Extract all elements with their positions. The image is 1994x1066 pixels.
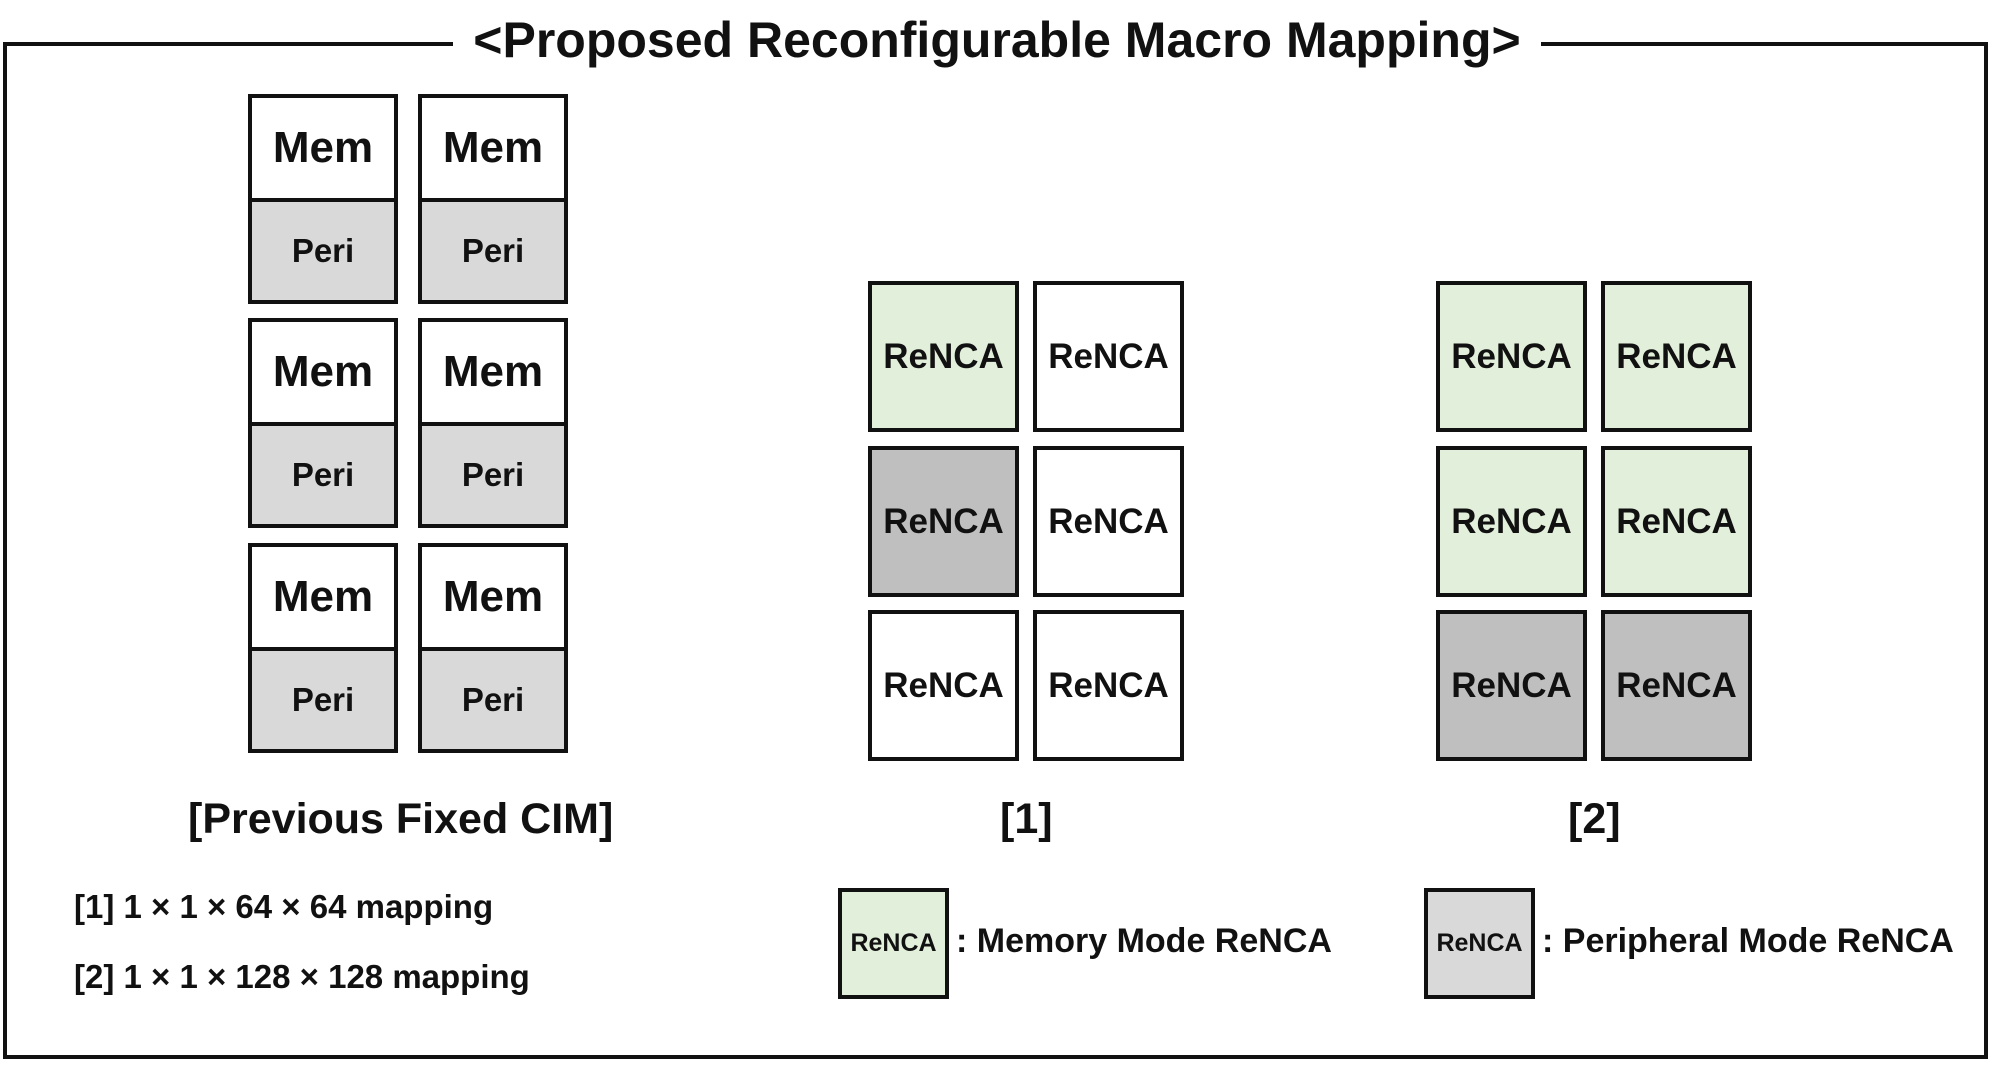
config2-renca-r3c1: ReNCA bbox=[1436, 610, 1587, 761]
config2-caption: [2] bbox=[1568, 795, 1621, 843]
legend-peripheral-swatch: ReNCA bbox=[1424, 888, 1535, 999]
peri-block-r3c2: Peri bbox=[418, 647, 568, 753]
config1-renca-r1c2: ReNCA bbox=[1033, 281, 1184, 432]
config2-renca-r2c2: ReNCA bbox=[1601, 446, 1752, 597]
config1-renca-r3c2: ReNCA bbox=[1033, 610, 1184, 761]
peri-block-r2c1-label: Peri bbox=[291, 456, 355, 493]
config2-renca-r1c1: ReNCA bbox=[1436, 281, 1587, 432]
config2-renca-r2c2-label: ReNCA bbox=[1616, 501, 1737, 541]
config2-renca-r1c1-label: ReNCA bbox=[1451, 336, 1572, 376]
peri-block-r2c1: Peri bbox=[248, 422, 398, 528]
mem-block-r3c2-label: Mem bbox=[442, 572, 544, 621]
mem-block-r2c1: Mem bbox=[248, 318, 398, 426]
config2-renca-r3c1-label: ReNCA bbox=[1451, 665, 1572, 705]
legend-peripheral-text: : Peripheral Mode ReNCA bbox=[1542, 922, 1954, 960]
config1-renca-r1c1-label: ReNCA bbox=[883, 336, 1004, 376]
legend-memory-text: : Memory Mode ReNCA bbox=[956, 922, 1332, 960]
config1-caption: [1] bbox=[1000, 795, 1053, 843]
mem-block-r2c2-label: Mem bbox=[442, 347, 544, 396]
config1-renca-r1c1: ReNCA bbox=[868, 281, 1019, 432]
peri-block-r1c2: Peri bbox=[418, 198, 568, 304]
peri-block-r1c2-label: Peri bbox=[461, 232, 525, 269]
note-2: [2] 1 × 1 × 128 × 128 mapping bbox=[74, 958, 530, 995]
config1-renca-r3c2-label: ReNCA bbox=[1048, 665, 1169, 705]
mem-block-r1c1: Mem bbox=[248, 94, 398, 202]
note-1: [1] 1 × 1 × 64 × 64 mapping bbox=[74, 888, 494, 925]
mem-block-r3c2: Mem bbox=[418, 543, 568, 651]
title-text: <Proposed Reconfigurable Macro Mapping> bbox=[453, 12, 1541, 68]
config2-renca-r3c2: ReNCA bbox=[1601, 610, 1752, 761]
peri-block-r3c2-label: Peri bbox=[461, 681, 525, 718]
config2-renca-r1c2-label: ReNCA bbox=[1616, 336, 1737, 376]
mem-block-r1c1-label: Mem bbox=[272, 123, 374, 172]
mem-block-r1c2-label: Mem bbox=[442, 123, 544, 172]
mem-block-r1c2: Mem bbox=[418, 94, 568, 202]
config1-renca-r1c2-label: ReNCA bbox=[1048, 336, 1169, 376]
peri-block-r1c1: Peri bbox=[248, 198, 398, 304]
config1-renca-r2c2-label: ReNCA bbox=[1048, 501, 1169, 541]
legend-memory-swatch: ReNCA bbox=[838, 888, 949, 999]
peri-block-r2c2-label: Peri bbox=[461, 456, 525, 493]
config2-renca-r2c1-label: ReNCA bbox=[1451, 501, 1572, 541]
diagram-title: <Proposed Reconfigurable Macro Mapping> bbox=[0, 10, 1994, 70]
config1-renca-r3c1-label: ReNCA bbox=[883, 665, 1004, 705]
legend-peripheral-swatch-label: ReNCA bbox=[1436, 929, 1523, 957]
mem-block-r3c1: Mem bbox=[248, 543, 398, 651]
peri-block-r3c1-label: Peri bbox=[291, 681, 355, 718]
peri-block-r2c2: Peri bbox=[418, 422, 568, 528]
peri-block-r3c1: Peri bbox=[248, 647, 398, 753]
config2-renca-r1c2: ReNCA bbox=[1601, 281, 1752, 432]
config2-renca-r3c2-label: ReNCA bbox=[1616, 665, 1737, 705]
config2-renca-r2c1: ReNCA bbox=[1436, 446, 1587, 597]
peri-block-r1c1-label: Peri bbox=[291, 232, 355, 269]
legend-memory-swatch-label: ReNCA bbox=[850, 929, 937, 957]
config1-renca-r2c1: ReNCA bbox=[868, 446, 1019, 597]
config1-renca-r3c1: ReNCA bbox=[868, 610, 1019, 761]
config1-renca-r2c1-label: ReNCA bbox=[883, 501, 1004, 541]
mem-block-r2c2: Mem bbox=[418, 318, 568, 426]
config1-renca-r2c2: ReNCA bbox=[1033, 446, 1184, 597]
previous-caption: [Previous Fixed CIM] bbox=[188, 795, 614, 843]
mem-block-r3c1-label: Mem bbox=[272, 572, 374, 621]
mem-block-r2c1-label: Mem bbox=[272, 347, 374, 396]
